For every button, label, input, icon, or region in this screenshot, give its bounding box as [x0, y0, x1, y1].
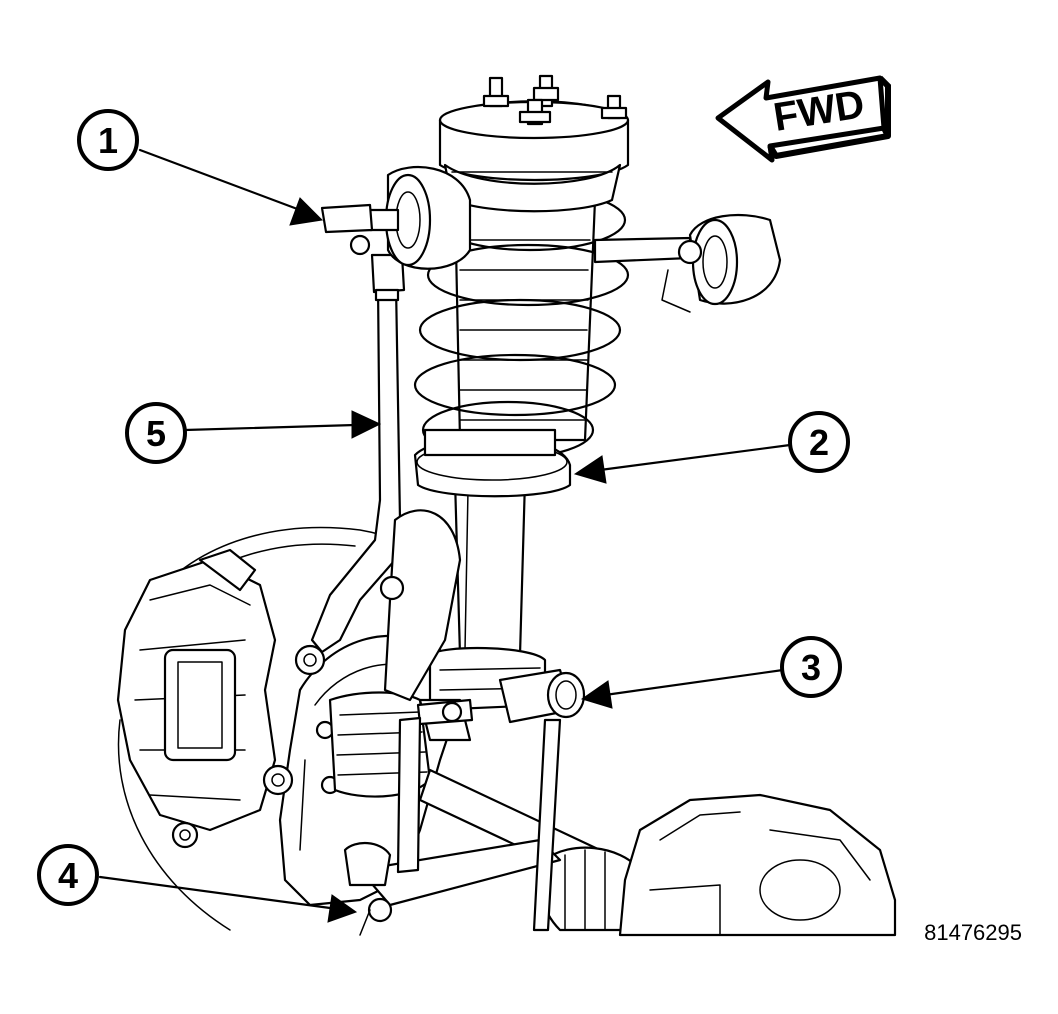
- stabilizer-link: [310, 253, 406, 654]
- upper-strut-mount: [438, 74, 630, 213]
- callout-4: 4: [37, 844, 99, 906]
- transmission-housing: [618, 793, 897, 937]
- leader-arrows: [98, 148, 792, 923]
- forward-direction-arrow: FWD: [715, 75, 891, 163]
- lower-control-arm: [343, 838, 562, 936]
- callout-4-label: 4: [58, 855, 78, 896]
- callout-3: 3: [780, 636, 842, 698]
- strut-clamp-bolt: [416, 668, 586, 932]
- figure-id: 81476295: [924, 920, 1022, 945]
- callout-2: 2: [788, 411, 850, 473]
- callout-3-label: 3: [801, 647, 821, 688]
- tie-rod: [396, 716, 422, 874]
- callout-1-label: 1: [98, 120, 118, 161]
- callout-5: 5: [125, 402, 187, 464]
- callout-1: 1: [77, 109, 139, 171]
- brake-caliper: [116, 548, 277, 832]
- caliper-bolts: [171, 644, 326, 849]
- stabilizer-bar: [320, 165, 782, 313]
- lower-spring-seat: [413, 428, 572, 498]
- callout-5-label: 5: [146, 413, 166, 454]
- callout-2-label: 2: [809, 422, 829, 463]
